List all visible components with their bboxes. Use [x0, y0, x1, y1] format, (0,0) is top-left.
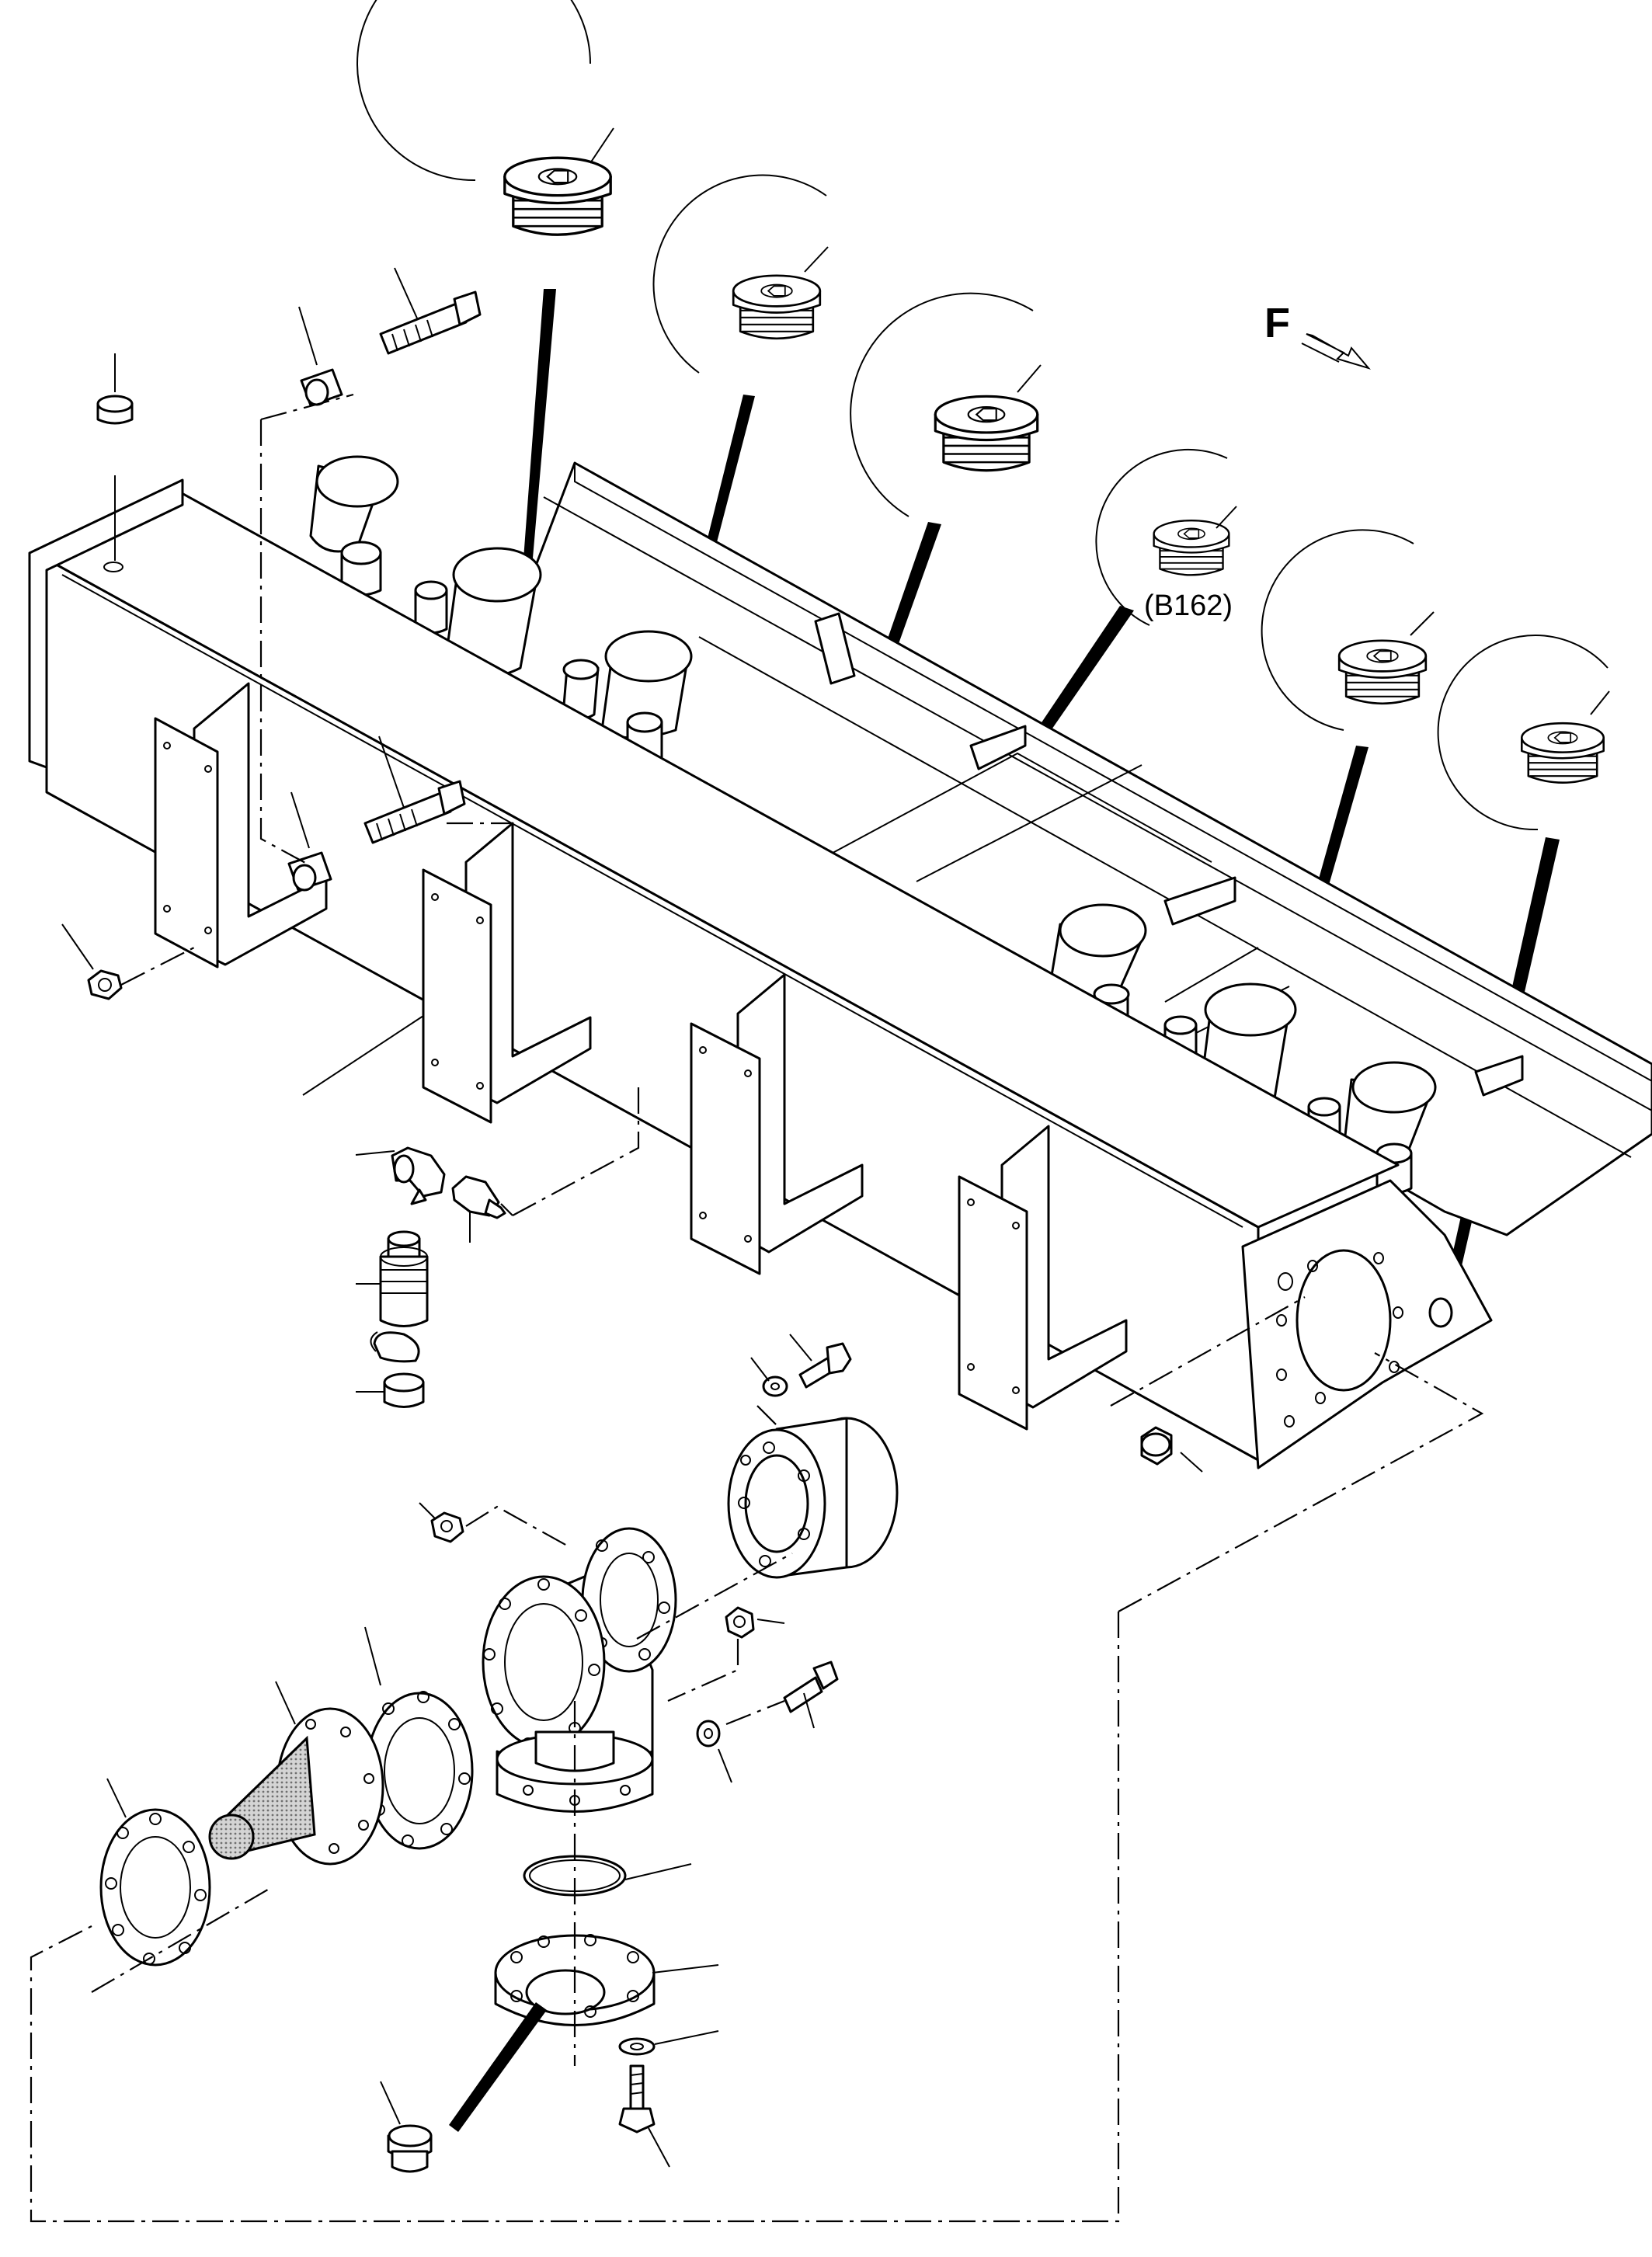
top-plug	[96, 353, 134, 561]
bottom-plug	[380, 2081, 433, 2173]
support-bracket-2	[422, 822, 592, 1124]
forward-direction-indicator: F	[1264, 300, 1371, 370]
upper-bolt-washer	[750, 1334, 852, 1441]
expansion-joint	[727, 1417, 899, 1579]
support-bracket-1	[154, 682, 328, 969]
bottom-bolt	[618, 2030, 719, 2168]
o-ring	[523, 1855, 692, 1897]
tee-fitting	[482, 1527, 677, 1813]
nut-left	[61, 923, 195, 1000]
hose-fittings	[355, 1087, 640, 1408]
bolt-upper	[260, 267, 482, 421]
support-bracket-3	[690, 973, 864, 1275]
assembly-boundary-line	[30, 1612, 1120, 2223]
support-bracket-4	[958, 1125, 1128, 1431]
bolt-lower	[259, 419, 513, 892]
cone-strainer	[208, 1681, 384, 1866]
direction-label: F	[1264, 300, 1290, 346]
pipe-stub-1	[309, 455, 399, 596]
tee-nuts	[419, 1502, 839, 1783]
side-drain-plug	[1110, 1296, 1306, 1473]
reference-label: (B162)	[1144, 589, 1233, 622]
pipe-stub-6	[1307, 1061, 1437, 1195]
tank-frame	[28, 455, 1652, 1469]
bottom-flange	[449, 1934, 719, 2132]
flat-gasket	[364, 1626, 474, 1850]
end-flange-left	[91, 1778, 273, 1993]
